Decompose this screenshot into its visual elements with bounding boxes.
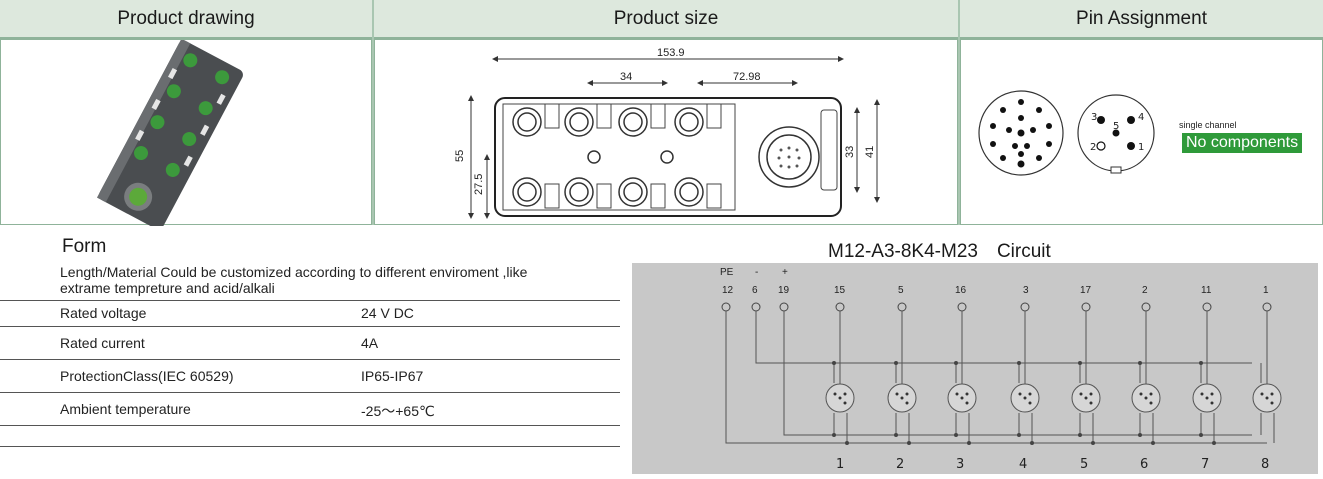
channel-5: 5 [1080, 457, 1088, 472]
dim-half-height: 27.5 [473, 174, 485, 195]
circuit-title: M12-A3-8K4-M23 Circuit [828, 241, 1051, 262]
pin-assignment-cell: 3 4 5 2 1 single channel [960, 39, 1323, 225]
pin-2: 2 [1142, 285, 1148, 296]
dim-conn-h1: 33 [844, 146, 856, 158]
spec-protection-value: IP65-IP67 [361, 368, 424, 384]
header-pin-assignment: Pin Assignment [960, 0, 1323, 39]
label-pe: PE [720, 267, 734, 278]
pin-15: 15 [834, 285, 846, 296]
spec-current-value: 4A [361, 335, 379, 351]
m12-pin-2: 2 [1090, 142, 1096, 153]
pin-6: 6 [752, 285, 758, 296]
form-title: Form [62, 236, 107, 257]
spec-temperature-key: Ambient temperature [60, 401, 191, 417]
pin-16: 16 [955, 285, 967, 296]
pin-diagram: 3 4 5 2 1 single channel [978, 90, 1237, 176]
header-product-drawing: Product drawing [0, 0, 372, 39]
channel-2: 2 [896, 457, 904, 472]
pin-19: 19 [778, 285, 790, 296]
spec-current-key: Rated current [60, 335, 145, 351]
pin-1: 1 [1263, 285, 1269, 296]
m12-pin-1: 1 [1138, 142, 1144, 153]
header-product-size-label: Product size [613, 7, 719, 29]
spec-voltage-value: 24 V DC [361, 305, 414, 321]
spec-protection-key: ProtectionClass(IEC 60529) [60, 368, 234, 384]
spec-custom-text: Length/Material Could be customized acco… [60, 264, 528, 296]
label-plus: + [782, 267, 788, 278]
column-divider [958, 0, 960, 225]
spec-voltage-key: Rated voltage [60, 305, 147, 321]
dim-total-length: 153.9 [657, 47, 685, 59]
spec-row-current: Rated current 4A [0, 327, 620, 360]
single-channel-label: single channel [1179, 120, 1237, 130]
header-pin-assignment-label: Pin Assignment [1076, 7, 1207, 29]
circuit-diagram: PE - + 12 6 19 15 5 16 3 17 2 11 1 [632, 263, 1318, 474]
dim-pitch: 34 [620, 71, 632, 83]
pin-5: 5 [898, 285, 904, 296]
spec-row-voltage: Rated voltage 24 V DC [0, 301, 620, 327]
spec-row-empty [0, 426, 620, 447]
label-minus: - [755, 267, 758, 278]
product-drawing-cell [0, 38, 372, 230]
pin-12: 12 [722, 285, 734, 296]
spec-row-custom: Length/Material Could be customized acco… [0, 262, 620, 301]
no-components-badge: No components [1182, 133, 1303, 153]
channel-8: 8 [1261, 457, 1269, 472]
dim-height: 55 [454, 150, 466, 162]
pin-3: 3 [1023, 285, 1029, 296]
channel-6: 6 [1140, 457, 1148, 472]
m12-pin-5: 5 [1113, 121, 1119, 132]
product-photo [96, 38, 243, 230]
header-product-size: Product size [374, 0, 958, 39]
channel-1: 1 [836, 457, 844, 472]
channel-4: 4 [1019, 457, 1027, 472]
spec-temperature-value: -25～+65℃ [361, 403, 435, 419]
dim-offset: 72.98 [733, 71, 761, 83]
column-divider [372, 0, 374, 225]
product-size-cell: 153.9 34 72.98 55 27.5 33 41 [374, 39, 958, 225]
header-product-drawing-label: Product drawing [117, 7, 255, 29]
m12-pin-4: 4 [1138, 112, 1144, 123]
channel-7: 7 [1201, 457, 1209, 472]
pin-17: 17 [1080, 285, 1092, 296]
pin-11: 11 [1201, 285, 1212, 296]
spec-row-temperature: Ambient temperature -25～+65℃ [0, 393, 620, 426]
dimension-drawing: 153.9 34 72.98 55 27.5 33 41 [454, 47, 880, 219]
channel-3: 3 [956, 457, 964, 472]
spec-row-protection: ProtectionClass(IEC 60529) IP65-IP67 [0, 360, 620, 393]
m12-pin-3: 3 [1091, 112, 1097, 123]
dim-conn-h2: 41 [864, 146, 876, 158]
